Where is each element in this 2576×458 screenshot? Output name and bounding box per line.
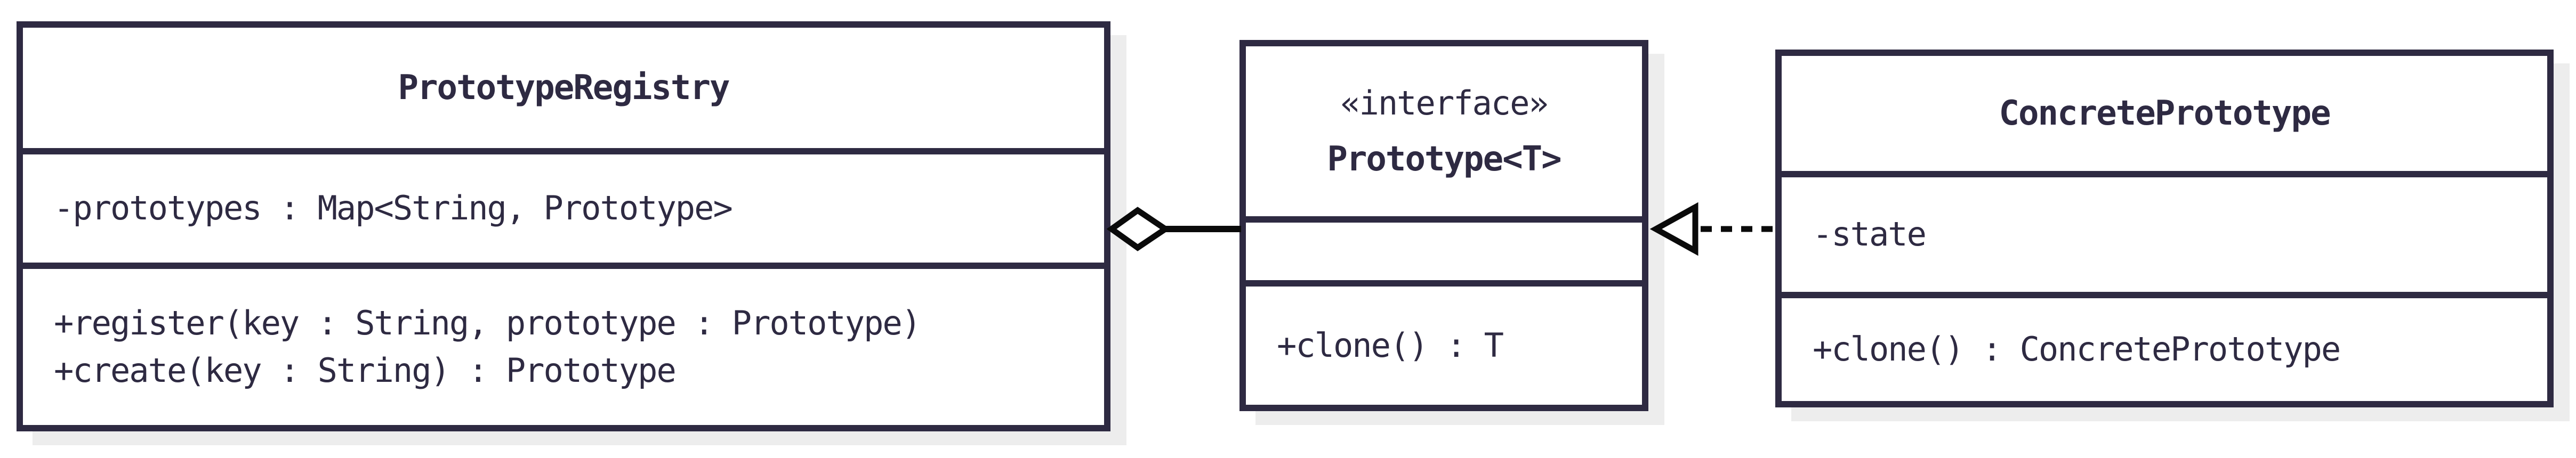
class-attributes-compartment [1246,216,1642,280]
class-title: PrototypeRegistry [398,68,730,108]
class-title-compartment: ConcretePrototype [1782,56,2547,171]
class-box-prototype-interface: «interface» Prototype<T> +clone() : T [1239,40,1648,411]
class-attributes-compartment: -state [1782,171,2547,292]
realization-connector [1649,202,1776,256]
class-methods-compartment: +clone() : ConcretePrototype [1782,292,2547,401]
aggregation-diamond-icon [1106,207,1171,251]
class-methods-compartment: +register(key : String, prototype : Prot… [23,263,1104,425]
attribute-item: -state [1813,215,1927,254]
realization-triangle-icon [1649,202,1698,256]
attribute-item: -prototypes : Map<String, Prototype> [54,189,733,228]
class-title: Prototype<T> [1327,139,1561,179]
class-attributes-compartment: -prototypes : Map<String, Prototype> [23,148,1104,263]
class-title-compartment: PrototypeRegistry [23,28,1104,148]
method-item: +register(key : String, prototype : Prot… [54,304,921,343]
method-item: +create(key : String) : Prototype [54,350,677,390]
class-title: ConcretePrototype [1999,94,2331,133]
method-item: +clone() : T [1277,325,1504,365]
method-item: +clone() : ConcretePrototype [1813,330,2341,369]
class-box-concrete-prototype: ConcretePrototype -state +clone() : Conc… [1775,50,2554,407]
class-title-compartment: «interface» Prototype<T> [1246,46,1642,216]
aggregation-connector [1106,207,1241,251]
class-methods-compartment: +clone() : T [1246,280,1642,405]
class-stereotype: «interface» [1340,83,1549,122]
class-box-prototype-registry: PrototypeRegistry -prototypes : Map<Stri… [17,21,1110,431]
